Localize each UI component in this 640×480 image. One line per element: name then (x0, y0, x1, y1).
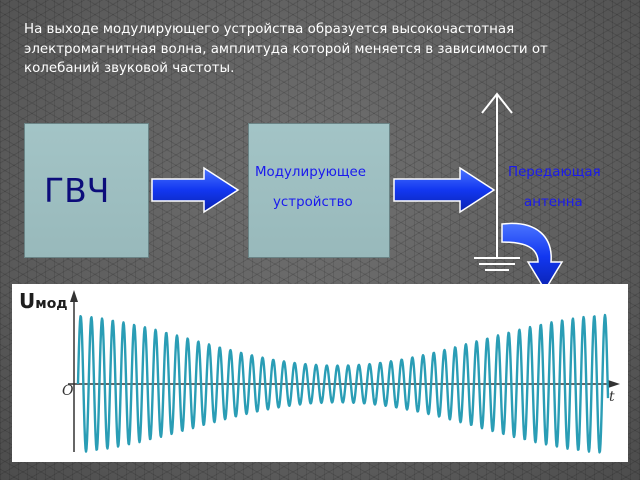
origin-label: O (62, 383, 74, 399)
antenna-label-line1: Передающая (508, 165, 601, 180)
x-axis-label: t (609, 389, 615, 405)
antenna-icon (474, 92, 520, 271)
modulator-block (248, 123, 390, 258)
modulated-wave-graph: Uмод O t (12, 284, 628, 462)
modulator-label-line2: устройство (273, 195, 353, 210)
x-axis-arrowhead (608, 380, 620, 388)
y-axis-label: Uмод (19, 289, 68, 313)
intro-text: На выходе модулирующего устройства образ… (24, 22, 548, 76)
modulated-wave-curve (76, 313, 610, 454)
wave-plot (68, 290, 620, 454)
y-axis-arrowhead (70, 290, 78, 302)
antenna-label-line2: антенна (524, 195, 583, 210)
curved-arrow-down-icon (501, 222, 564, 292)
generator-block (24, 123, 149, 258)
arrow-generator-to-modulator (151, 166, 240, 214)
arrow-modulator-to-antenna (393, 166, 496, 214)
generator-label: ГВЧ (44, 171, 110, 210)
diagram-graphics (151, 92, 564, 292)
modulator-label-line1: Модулирующее (255, 165, 366, 180)
